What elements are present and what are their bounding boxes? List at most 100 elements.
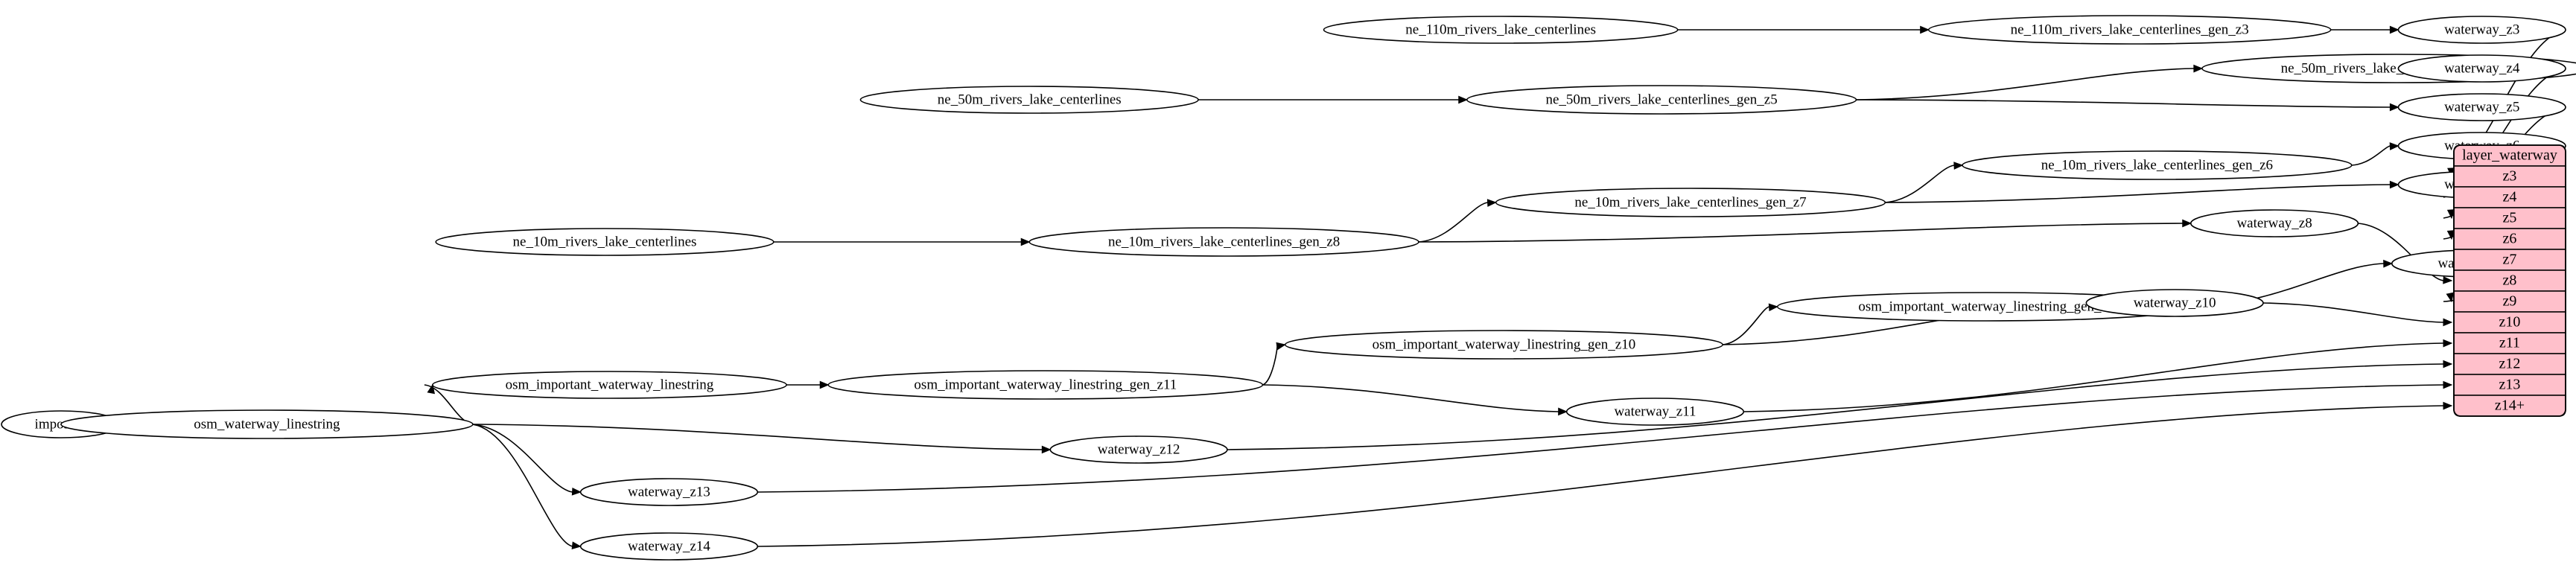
node-label: waterway_z14 [628,538,710,554]
edge-arrowhead [1768,303,1778,312]
layer-table-row-label: z4 [2503,189,2517,205]
graph-node-waterway_z13[interactable]: waterway_z13 [579,478,759,506]
layer-table-row-label: z3 [2503,168,2517,185]
graph-node-osm_waterway_linestring[interactable]: osm_waterway_linestring [60,409,474,439]
node-label: waterway_z10 [2134,295,2216,310]
edge-ne_50m_rivers_lake_centerlines_gen_z5-to-ne_50m_rivers_lake_centerlines_gen_z4 [1856,68,2194,100]
layer-table-row-label: z14+ [2495,398,2525,414]
layer-table-row-label: z13 [2499,377,2521,393]
edge-waterway_z13-to-layer_waterway [757,384,2444,493]
edge-ne_10m_rivers_lake_centerlines_gen_z7-to-ne_10m_rivers_lake_centerlines_gen_z6 [1885,165,1955,203]
graph-node-waterway_z3[interactable]: waterway_z3 [2397,16,2566,44]
node-label: ne_50m_rivers_lake_centerlines [938,92,1122,107]
graph-node-ne_10m_rivers_lake_centerlines[interactable]: ne_10m_rivers_lake_centerlines [435,228,775,256]
graph-node-ne_50m_rivers_lake_centerlines[interactable]: ne_50m_rivers_lake_centerlines [859,86,1199,114]
graph-node-ne_10m_rivers_lake_centerlines_gen_z6[interactable]: ne_10m_rivers_lake_centerlines_gen_z6 [1962,150,2353,180]
graph-node-waterway_z8[interactable]: waterway_z8 [2189,209,2359,237]
edges-layer [52,25,2576,550]
edge-arrowhead [1558,407,1568,416]
edge-arrowhead [2389,25,2400,34]
node-shape [432,371,787,399]
node-shape [435,228,775,256]
node-shape [579,478,759,506]
edge-arrowhead [819,380,830,389]
layer-table-row-label: z9 [2503,293,2517,310]
edge-ne_10m_rivers_lake_centerlines_gen_z8-to-ne_10m_rivers_lake_centerlines_gen_z7 [1418,202,1488,243]
node-label: ne_10m_rivers_lake_centerlines_gen_z6 [2041,157,2273,173]
node-label: waterway_z5 [2444,99,2519,115]
node-label: osm_waterway_linestring [194,416,340,432]
edge-arrowhead [2443,318,2453,327]
edge-arrowhead [2446,209,2455,220]
node-label: waterway_z11 [1614,403,1696,419]
edge-ne_10m_rivers_lake_centerlines_gen_z8-to-waterway_z8 [1418,223,2183,243]
graph-node-ne_10m_rivers_lake_centerlines_gen_z7[interactable]: ne_10m_rivers_lake_centerlines_gen_z7 [1495,188,1886,217]
layer-table-row-label: z7 [2503,252,2517,268]
edge-waterway_z11-to-layer_waterway [1743,342,2444,412]
layer-table-title: layer_waterway [2462,147,2557,164]
graph-node-ne_50m_rivers_lake_centerlines_gen_z5[interactable]: ne_50m_rivers_lake_centerlines_gen_z5 [1466,85,1857,115]
edge-osm_important_waterway_linestring_gen_z11-to-waterway_z11 [1262,384,1559,412]
layer-table-row-label: z5 [2503,210,2517,226]
edge-arrowhead [571,487,582,496]
node-label: waterway_z4 [2444,60,2520,76]
edge-osm_important_waterway_linestring_gen_z10-to-osm_important_waterway_linestring_gen_z9 [1723,306,1769,345]
edge-arrowhead [2443,275,2453,284]
graph-node-waterway_z11[interactable]: waterway_z11 [1565,398,1745,426]
node-shape [2189,209,2359,237]
graph-node-waterway_z5[interactable]: waterway_z5 [2397,93,2566,121]
graph-node-waterway_z12[interactable]: waterway_z12 [1049,435,1228,464]
node-label: ne_10m_rivers_lake_centerlines [513,234,697,249]
graph-node-waterway_z14[interactable]: waterway_z14 [579,532,759,561]
graph-node-ne_10m_rivers_lake_centerlines_gen_z8[interactable]: ne_10m_rivers_lake_centerlines_gen_z8 [1028,227,1419,257]
node-shape [1927,15,2332,45]
edge-arrowhead [1020,237,1031,246]
layer-table-row-label: z12 [2499,356,2521,372]
node-shape [1028,227,1419,257]
node-shape [2397,93,2566,121]
edge-arrowhead [2446,230,2455,240]
edge-arrowhead [2389,103,2400,112]
edge-arrowhead [2383,259,2394,268]
edge-arrowhead [1458,95,1469,104]
edge-osm_waterway_linestring-to-waterway_z12 [472,424,1043,450]
graph-node-osm_important_waterway_linestring_gen_z10[interactable]: osm_important_waterway_linestring_gen_z1… [1284,330,1723,360]
node-label: waterway_z3 [2444,22,2519,37]
node-label: osm_important_waterway_linestring [506,377,714,392]
node-label: osm_important_waterway_linestring_gen_z1… [914,377,1177,392]
node-shape [579,532,759,561]
edge-arrowhead [2389,180,2400,189]
graph-node-ne_110m_rivers_lake_centerlines_gen_z3[interactable]: ne_110m_rivers_lake_centerlines_gen_z3 [1927,15,2332,45]
edge-arrowhead [2193,64,2204,73]
node-label: waterway_z13 [628,484,710,500]
node-shape [1565,398,1745,426]
graph-node-waterway_z10[interactable]: waterway_z10 [2085,289,2264,317]
graph-node-osm_important_waterway_linestring_gen_z11[interactable]: osm_important_waterway_linestring_gen_z1… [827,370,1264,400]
edge-osm_waterway_linestring-to-waterway_z14 [472,424,573,547]
edge-arrowhead [1041,445,1052,454]
node-shape [1466,85,1857,115]
graph-node-waterway_z4[interactable]: waterway_z4 [2397,54,2566,83]
edge-arrowhead [1486,199,1497,207]
node-shape [1962,150,2353,180]
node-label: ne_110m_rivers_lake_centerlines_gen_z3 [2011,22,2249,37]
graph-node-ne_110m_rivers_lake_centerlines[interactable]: ne_110m_rivers_lake_centerlines [1323,16,1679,44]
node-label: waterway_z8 [2236,215,2312,231]
node-label: ne_10m_rivers_lake_centerlines_gen_z8 [1108,234,1340,249]
layer-table-row-label: z11 [2499,335,2520,351]
node-shape [859,86,1199,114]
edge-ne_10m_rivers_lake_centerlines_gen_z6-to-waterway_z6 [2351,145,2391,166]
graph-node-osm_important_waterway_linestring[interactable]: osm_important_waterway_linestring [432,371,787,399]
layer-waterway-table: layer_waterwayz3z4z5z6z7z8z9z10z11z12z13… [2453,144,2566,417]
edge-arrowhead [1276,342,1286,351]
edge-arrowhead [2389,142,2400,150]
node-shape [1495,188,1886,217]
edge-arrowhead [1920,25,1930,34]
layer-table-outline [2453,144,2566,417]
node-shape [2397,16,2566,44]
layer-table-row-label: z6 [2503,231,2517,247]
node-shape [1284,330,1723,360]
node-shape [1323,16,1679,44]
